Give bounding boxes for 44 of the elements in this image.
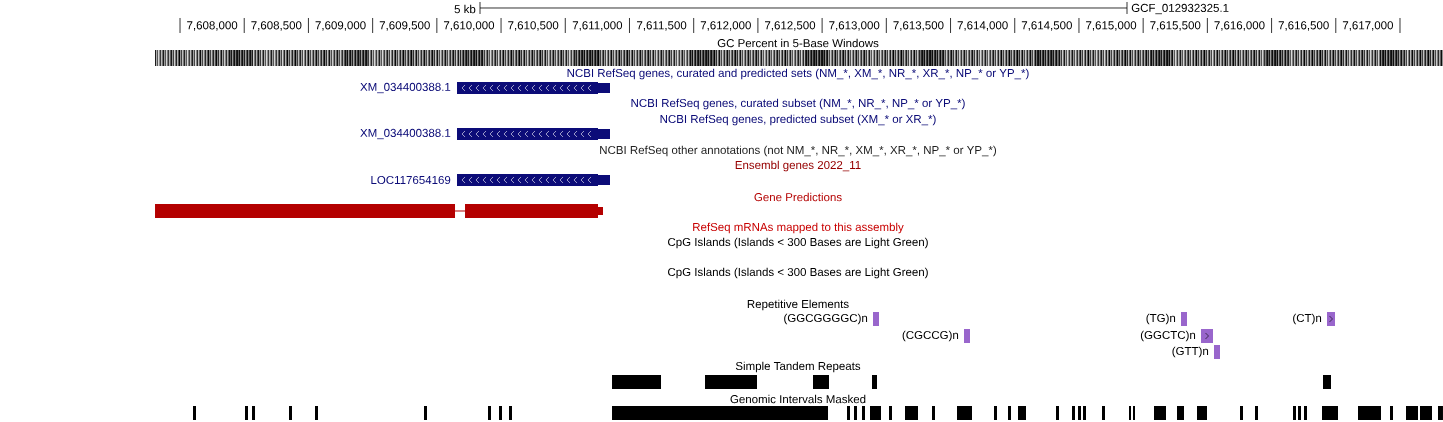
coordinate-label: 7,612,500 [765, 21, 816, 31]
coordinate-label: 7,611,000 [572, 21, 623, 31]
coordinate-label: 7,608,500 [251, 21, 302, 31]
feature-label: (GTT)n [1172, 346, 1209, 358]
track-title: CpG Islands (Islands < 300 Bases are Light Green) [668, 237, 928, 249]
feature-label: (GGCTC)n [1140, 330, 1196, 342]
coordinate-label: 7,612,000 [700, 21, 751, 31]
coordinate-label: 7,616,000 [1214, 21, 1265, 31]
track-title: Repetitive Elements [747, 299, 849, 311]
scale-label: 5 kb [454, 4, 476, 14]
track-title: Simple Tandem Repeats [735, 361, 861, 373]
coordinate-label: 7,614,500 [1021, 21, 1072, 31]
feature-label: (GGCGGGGC)n [784, 313, 868, 325]
track-title: Genomic Intervals Masked [730, 394, 866, 404]
track-title: GC Percent in 5-Base Windows [717, 38, 879, 48]
coordinate-label: 7,614,000 [957, 21, 1008, 31]
coordinate-label: 7,613,500 [893, 21, 944, 31]
coordinate-label: 7,615,500 [1150, 21, 1201, 31]
feature-label: (CGCCG)n [902, 330, 959, 342]
track-title: NCBI RefSeq other annotations (not NM_*, NR_*, XM_*, XR_*, NP_* or YP_*) [600, 145, 997, 157]
coordinate-label: 7,613,000 [829, 21, 880, 31]
feature-label: XM_034400388.1 [360, 128, 451, 140]
track-title: RefSeq mRNAs mapped to this assembly [693, 222, 904, 234]
feature-label: LOC117654169 [371, 175, 451, 185]
coordinate-label: 7,608,000 [187, 21, 238, 31]
track-title: NCBI RefSeq genes, curated and predicted sets (NM_*, XM_*, NR_*, XR_*, NP_* or YP_*) [567, 68, 1029, 80]
feature-label: (CT)n [1293, 313, 1322, 325]
gene-bar [155, 204, 603, 218]
track-title: NCBI RefSeq genes, curated subset (NM_*, NR_*, NP_* or YP_*) [631, 98, 965, 110]
coordinate-label: 7,610,000 [444, 21, 495, 31]
coordinate-label: 7,617,000 [1342, 21, 1393, 31]
coordinate-label: 7,609,000 [315, 21, 366, 31]
track-title: NCBI RefSeq genes, predicted subset (XM_* or XR_*) [660, 114, 936, 126]
feature-label: (TG)n [1146, 313, 1176, 325]
track-title: Gene Predictions [754, 192, 842, 202]
coordinate-label: 7,611,500 [637, 21, 687, 31]
coordinate-label: 7,615,000 [1086, 21, 1137, 31]
feature-label: XM_034400388.1 [360, 82, 451, 94]
assembly-label: GCF_012932325.1 [1131, 3, 1229, 15]
track-title: CpG Islands (Islands < 300 Bases are Light Green) [668, 267, 928, 279]
track-title: Ensembl genes 2022_11 [735, 160, 861, 172]
coordinate-label: 7,616,500 [1278, 21, 1329, 31]
coordinate-label: 7,609,500 [379, 21, 430, 31]
coordinate-label: 7,610,500 [508, 21, 559, 31]
